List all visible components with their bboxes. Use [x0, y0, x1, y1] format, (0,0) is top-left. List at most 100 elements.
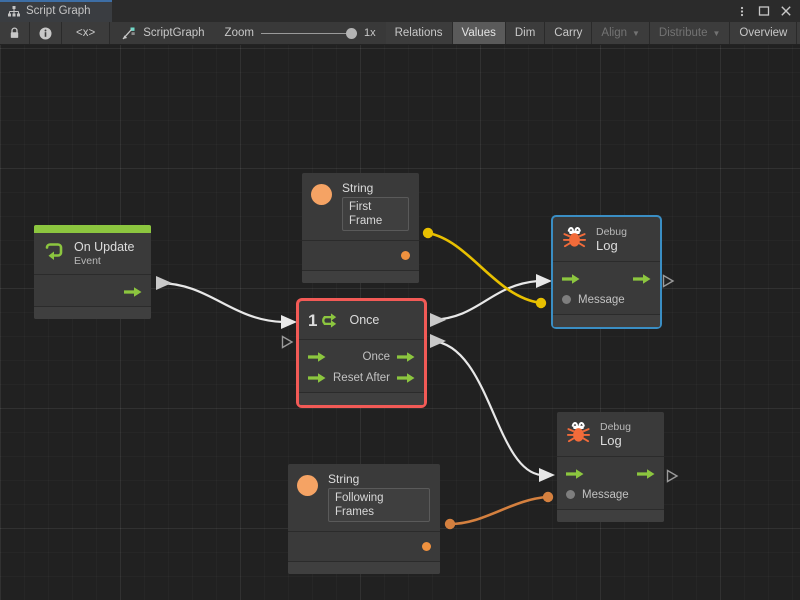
zoom-value-label: 1x [363, 27, 376, 39]
graph-toolbar: <x> ScriptGraph Zoom 1x Relat [0, 22, 800, 45]
node-title: String [342, 181, 374, 195]
node-badge: 1 [308, 310, 318, 330]
node-footer [553, 315, 660, 327]
close-icon[interactable] [779, 5, 792, 18]
node-ports [288, 532, 440, 562]
relations-button[interactable]: Relations [385, 22, 453, 44]
overview-button[interactable]: Overview [730, 22, 798, 44]
node-header-text: Debug Log [596, 226, 627, 253]
chevron-down-icon: ▼ [632, 29, 640, 38]
string-value-icon [297, 475, 318, 496]
edge-once-to-debug-log-first[interactable] [430, 274, 552, 327]
align-label: Align [601, 27, 627, 39]
node-header-text: String First Frame [342, 181, 409, 231]
port-output-once[interactable]: Once [363, 351, 416, 363]
edge-string-first-frame-to-message[interactable] [422, 227, 547, 309]
node-header-text: Debug Log [600, 421, 631, 448]
window-titlebar: Script Graph [0, 0, 800, 22]
carry-button[interactable]: Carry [545, 22, 593, 44]
node-once[interactable]: 1 Once [299, 301, 424, 405]
node-ports [302, 241, 419, 271]
dim-button[interactable]: Dim [505, 22, 546, 44]
external-flow-stub-first[interactable] [662, 274, 675, 288]
port-input-message[interactable]: Message [566, 489, 629, 501]
once-loop-icon: 1 [308, 310, 340, 331]
graph-breadcrumb[interactable]: ScriptGraph [110, 22, 214, 44]
node-debug-log-following[interactable]: Debug Log [557, 412, 664, 522]
node-string-following-frames[interactable]: String Following Frames [288, 464, 440, 574]
graph-name-label: ScriptGraph [143, 27, 205, 39]
port-output-trigger[interactable] [124, 286, 142, 298]
values-button[interactable]: Values [452, 22, 506, 44]
flow-arrow-icon [562, 273, 580, 284]
node-title-large: Log [600, 432, 622, 448]
flow-arrow-icon [124, 286, 142, 297]
port-output-after[interactable]: After [366, 372, 415, 384]
graph-canvas[interactable]: On Update Event [0, 45, 800, 600]
event-loop-icon [43, 241, 65, 266]
port-output-value[interactable] [401, 251, 410, 260]
node-title: On Update [74, 240, 135, 254]
kebab-menu-icon[interactable] [735, 5, 748, 18]
port-input-enter[interactable] [566, 468, 584, 480]
code-view-button[interactable]: <x> [62, 22, 111, 44]
edge-on-update-to-once[interactable] [156, 276, 297, 329]
node-footer [302, 271, 419, 283]
port-input-reset[interactable]: Reset [308, 372, 363, 384]
node-header: Debug Log [557, 412, 664, 457]
zoom-slider[interactable] [260, 27, 357, 39]
port-row-enter-once: Once [299, 346, 424, 367]
zoom-slider-knob[interactable] [345, 28, 357, 39]
node-on-update[interactable]: On Update Event [34, 225, 151, 319]
fullscreen-button[interactable]: Full Screen [797, 22, 800, 44]
overview-label: Overview [739, 27, 788, 39]
node-debug-log-first[interactable]: Debug Log [553, 217, 660, 327]
tab-label: Script Graph [26, 5, 91, 17]
port-row-trigger-output [34, 281, 151, 302]
port-row-message: Message [553, 289, 660, 310]
node-title: String [328, 472, 360, 486]
port-input-enter[interactable] [562, 273, 580, 285]
lock-button[interactable] [0, 22, 30, 44]
node-ports: Message [557, 457, 664, 510]
distribute-dropdown[interactable]: Distribute ▼ [649, 22, 731, 44]
bug-icon [566, 420, 591, 448]
port-output-value[interactable] [422, 542, 431, 551]
external-flow-stub-following[interactable] [666, 469, 679, 483]
node-footer [299, 393, 424, 405]
relations-label: Relations [394, 27, 443, 39]
port-row-message: Message [557, 484, 664, 505]
lock-icon [9, 27, 20, 39]
tab-script-graph[interactable]: Script Graph [0, 0, 112, 22]
port-input-message-label: Message [582, 488, 629, 501]
port-input-message[interactable]: Message [562, 294, 625, 306]
flow-arrow-icon [308, 372, 326, 383]
chevron-down-icon: ▼ [712, 29, 721, 38]
maximize-icon[interactable] [757, 5, 770, 18]
zoom-control[interactable]: Zoom 1x [215, 22, 386, 44]
graph-edges [156, 227, 555, 530]
values-label: Values [461, 27, 496, 39]
edge-once-after-to-debug-log-following[interactable] [430, 334, 555, 482]
port-output-exit[interactable] [633, 273, 651, 285]
port-row-flow [553, 268, 660, 289]
node-header-text: String Following Frames [328, 472, 430, 522]
port-input-enter[interactable] [308, 351, 326, 363]
external-flow-stub-reset[interactable] [281, 335, 294, 349]
string-value-input[interactable]: Following Frames [328, 488, 430, 522]
port-input-message-label: Message [578, 293, 625, 306]
distribute-label: Distribute [658, 27, 708, 39]
port-row-reset-after: Reset After [299, 367, 424, 388]
node-footer [557, 510, 664, 522]
align-dropdown[interactable]: Align ▼ [592, 22, 650, 44]
string-value-input[interactable]: First Frame [342, 197, 409, 231]
script-graph-icon [122, 27, 136, 40]
zoom-label: Zoom [224, 27, 254, 39]
hierarchy-icon [8, 5, 20, 17]
edge-string-following-frames-to-message[interactable] [444, 491, 554, 530]
string-value-icon [311, 184, 332, 205]
node-string-first-frame[interactable]: String First Frame [302, 173, 419, 283]
node-header-text: On Update Event [74, 240, 134, 267]
port-output-exit[interactable] [637, 468, 655, 480]
info-button[interactable] [30, 22, 62, 44]
